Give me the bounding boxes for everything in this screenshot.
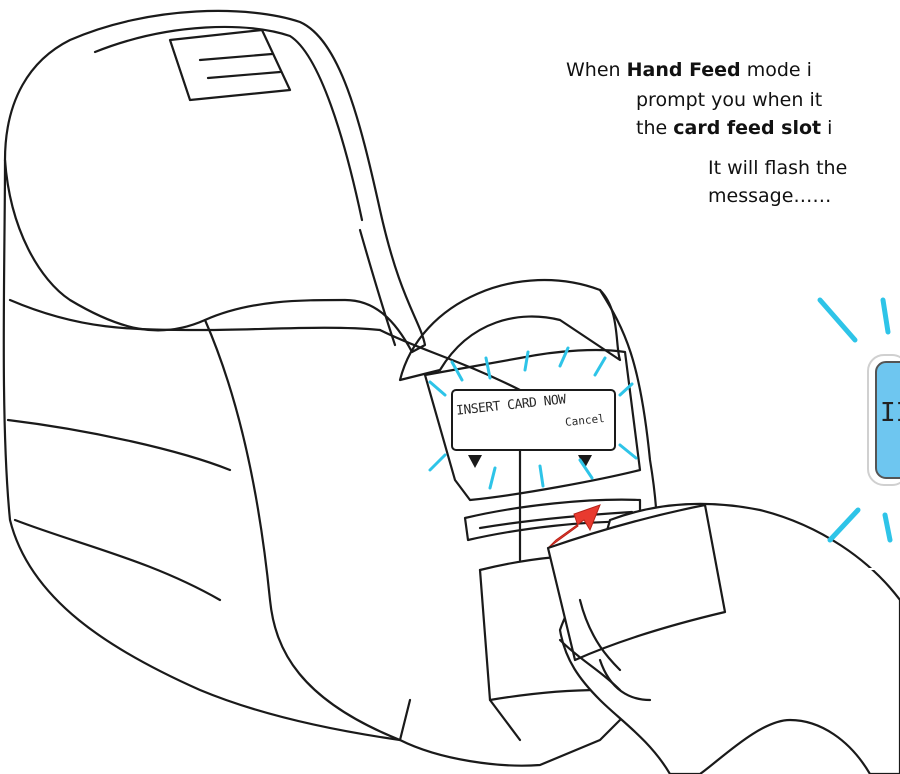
lcd-zoom-text: II: [880, 398, 900, 428]
caption-line-2: prompt you when it: [636, 86, 822, 114]
display-bezel: [400, 280, 620, 380]
caption-line-1: When Hand Feed mode i: [566, 56, 812, 84]
hand-feed-label: Hand Feed: [627, 59, 741, 81]
caption-line-5: message……: [708, 182, 831, 210]
caption-line-3: the card feed slot i: [636, 114, 832, 142]
left-button-icon: [468, 455, 482, 468]
caption-line-4: It will flash the: [708, 154, 847, 182]
printer-lid: [5, 11, 425, 352]
card-feed-slot-label: card feed slot: [673, 117, 821, 139]
printer-body: [4, 160, 410, 740]
